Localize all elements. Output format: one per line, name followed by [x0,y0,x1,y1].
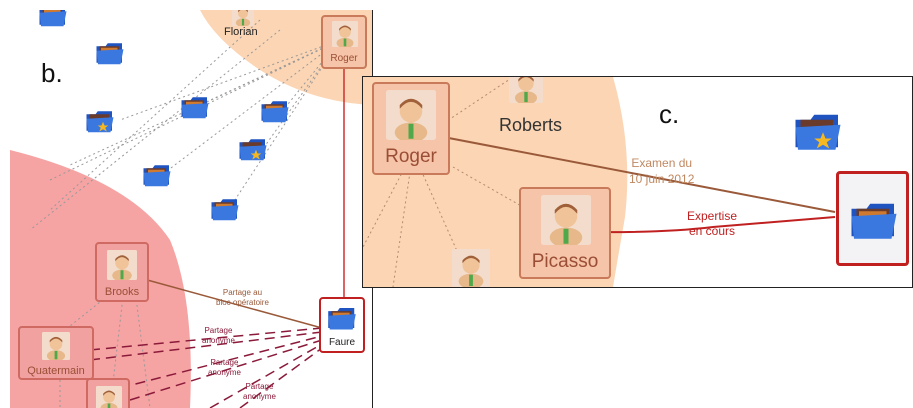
node-partial[interactable] [86,378,130,408]
node-label: Roger [330,53,358,64]
folder-star-icon [86,111,114,133]
panel-b: b. Florian Roger Brooks Quatermain Faure… [10,10,373,408]
node-label: Roger [385,146,437,167]
node-quatermain[interactable]: Quatermain [18,326,94,380]
node-picasso[interactable]: Picasso [519,187,611,279]
folder-photo-icon [851,203,897,239]
person-icon [386,90,436,140]
person-icon [107,250,137,280]
node-brooks[interactable]: Brooks [95,242,149,302]
node-label-roberts: Roberts [499,115,563,135]
node-roger[interactable]: Roger [372,82,450,175]
panel-label: b. [41,58,63,88]
edge-label-brooks-faure: Partage au bloc opératoire [216,288,269,307]
picasso-folder-edge [587,216,836,234]
person-icon [332,21,358,47]
person-icon [232,10,254,26]
node-label: Brooks [104,286,140,298]
node-folder-target[interactable] [836,171,909,266]
edge-label-share: Partage anonyme [243,382,276,401]
node-label: Quatermain [27,365,85,377]
anonymous-share-edges [89,327,323,408]
person-icon [42,332,70,360]
folder-star-icon [795,114,841,150]
folder-star-icon [239,139,267,161]
folder-icon [39,10,67,27]
person-icon [509,77,543,103]
folder-icon [211,199,239,221]
edge-label-expertise: Expertise en cours [687,209,738,238]
folder-icon [181,97,209,119]
person-icon [452,249,490,287]
node-roger[interactable]: Roger [321,15,367,69]
panel-label: c. [659,99,680,129]
node-faure[interactable]: Faure [319,297,365,353]
edge-label-share: Partage anonyme [208,358,241,377]
folder-photo-icon [328,308,356,330]
node-label-florian: Florian [224,26,258,38]
node-label: Picasso [531,251,599,272]
person-icon [96,386,122,408]
brooks-faure-edge [139,277,323,329]
node-label: Faure [328,337,356,348]
edge-label-share: Partage anonyme [202,326,235,345]
folder-icon [96,43,124,65]
folder-icon [143,165,171,187]
folder-icon [261,101,289,123]
person-icon [541,195,591,245]
panel-c: c. Roberts Roger Picasso Examen du 10 ju… [362,76,913,288]
edge-label-exam: Examen du 10 juin 2012 [629,156,695,186]
dotted-edges [363,77,524,287]
roger-folder-edge [432,134,836,213]
